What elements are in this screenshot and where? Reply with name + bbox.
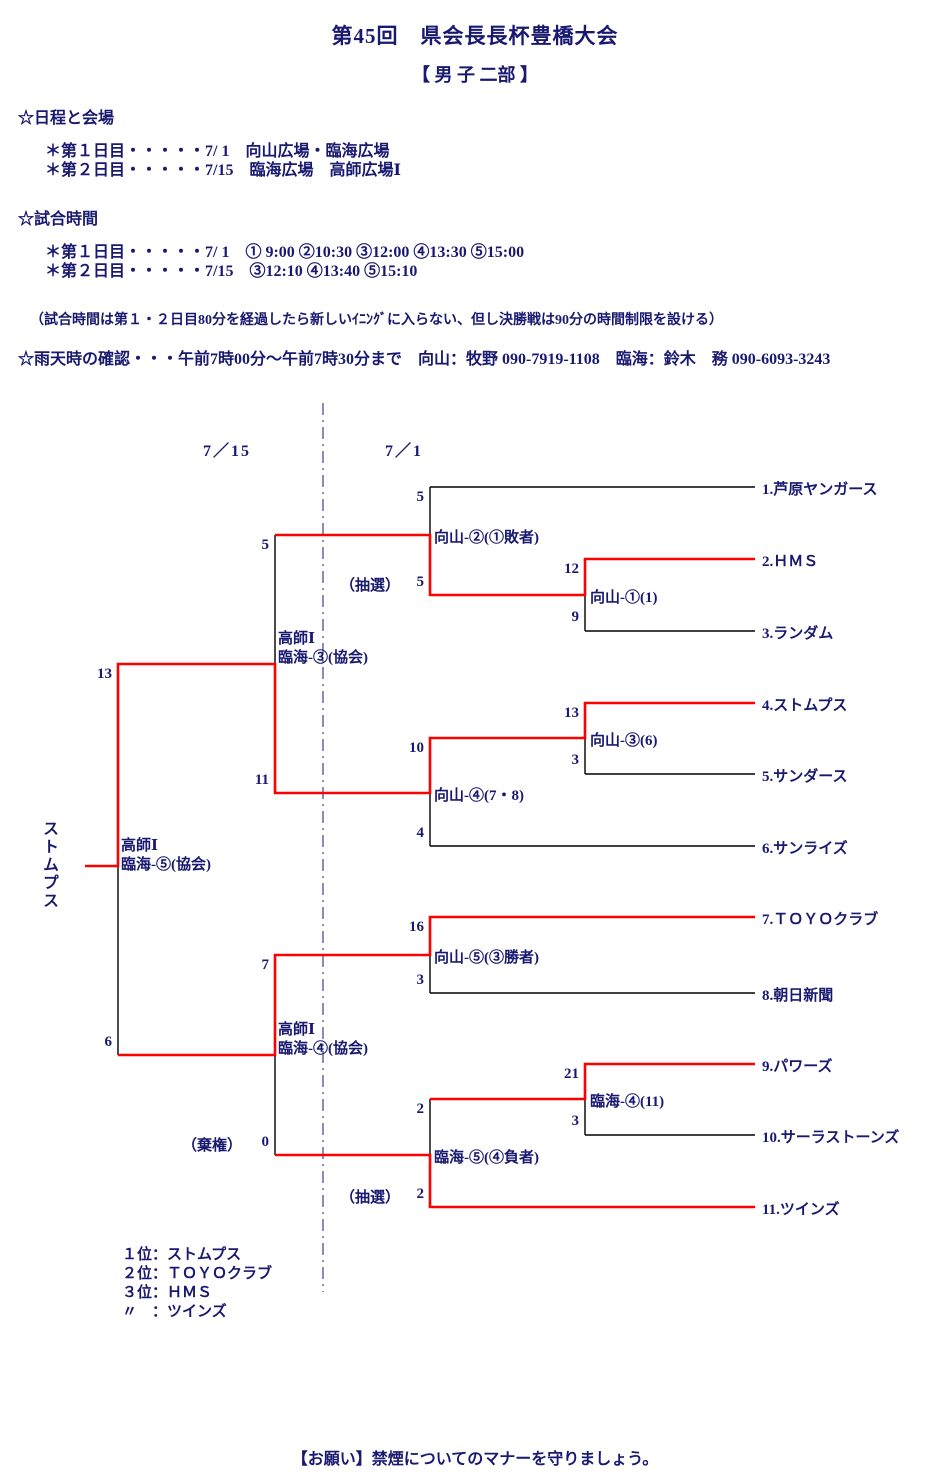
score-m3-bottom: 3	[571, 752, 580, 768]
semi2-venue: 高師Ⅰ	[278, 1022, 316, 1038]
score-sf2-top: 7	[261, 957, 270, 973]
note-m2-lottery: （抽選）	[340, 578, 401, 594]
winner-path-toyo	[118, 915, 755, 1057]
date-label-day1: 7／1	[385, 443, 424, 460]
division-subtitle: 【 男 子 二部 】	[412, 65, 538, 85]
score-m1-bottom: 9	[571, 609, 580, 625]
note-r5-lottery: （抽選）	[340, 1190, 401, 1206]
team-name-6: 6.サンライズ	[762, 841, 848, 857]
winner-path-hms	[275, 533, 755, 597]
score-r4-top: 21	[564, 1066, 579, 1082]
venue-day2: ＊第２日目・・・・・7/15 臨海広場 高師広場Ⅰ	[45, 162, 401, 179]
team-name-8: 8.朝日新聞	[762, 988, 834, 1004]
score-r4-bottom: 3	[571, 1113, 580, 1129]
final-label: 臨海-⑤(協会)	[121, 857, 211, 873]
team-name-3: 3.ランダム	[762, 626, 834, 642]
footer-message: 【お願い】禁煙についてのマナーを守りましょう。	[291, 1451, 659, 1468]
winner-path-twins	[275, 1153, 755, 1209]
time-limit-note: （試合時間は第１・２日目80分を経過したら新しいｲﾆﾝｸﾞに入らない、但し決勝戦…	[30, 313, 723, 328]
score-final-top: 13	[97, 666, 112, 682]
score-r5-bottom: 2	[416, 1186, 425, 1202]
team-name-2: 2.ＨＭＳ	[762, 554, 819, 570]
match-label-mukaiyama5: 向山-⑤(③勝者)	[434, 950, 539, 966]
score-m4-bottom: 4	[416, 825, 425, 841]
team-name-1: 1.芦原ヤンガース	[762, 482, 878, 498]
score-m2-bottom: 5	[416, 574, 425, 590]
match-label-mukaiyama4: 向山-④(7・8)	[434, 788, 524, 804]
score-sf1-top: 5	[261, 537, 270, 553]
score-sf2-bottom: 0	[261, 1134, 270, 1150]
match-label-mukaiyama2: 向山-②(①敗者)	[434, 530, 539, 546]
team-name-11: 11.ツインズ	[762, 1202, 840, 1218]
team-name-4: 4.ストムプス	[762, 698, 848, 714]
page-title: 第45回 県会長長杯豊橋大会	[331, 24, 619, 48]
team-name-9: 9.パワーズ	[762, 1059, 833, 1075]
time-day2: ＊第２日目・・・・・7/15 ③12:10 ④13:40 ⑤15:10	[45, 263, 418, 280]
time-heading: ☆試合時間	[18, 211, 99, 228]
match-label-mukaiyama1: 向山-①(1)	[590, 590, 658, 606]
score-m1-top: 12	[564, 561, 579, 577]
final-venue: 高師Ⅰ	[121, 838, 159, 854]
result-first: １位：ストムプス	[122, 1247, 242, 1263]
venue-day1: ＊第１日目・・・・・7/ 1 向山広場・臨海広場	[45, 143, 390, 160]
match-label-rinkai5: 臨海-⑤(④負者)	[434, 1150, 539, 1166]
note-sf2-forfeit: （棄権）	[182, 1138, 243, 1154]
semi2-label: 臨海-④(協会)	[278, 1041, 368, 1057]
result-third-ditto: 〃 ：ツインズ	[122, 1304, 227, 1320]
rain-check-note: ☆雨天時の確認・・・午前7時00分～午前7時30分まで 向山：牧野 090-79…	[18, 351, 831, 368]
score-m2-top: 5	[416, 489, 425, 505]
date-label-day2: 7／15	[203, 443, 252, 460]
winner-path-stomps	[85, 662, 755, 868]
champion-name: ストムプス	[40, 820, 57, 910]
semi1-venue: 高師Ⅰ	[278, 631, 316, 647]
winner-path-powers	[430, 1062, 755, 1101]
score-m5-bottom: 3	[416, 972, 425, 988]
venue-heading: ☆日程と会場	[18, 110, 115, 127]
bracket-red-lines	[85, 533, 755, 1209]
team-name-10: 10.サーラストーンズ	[762, 1130, 900, 1146]
score-final-bottom: 6	[104, 1034, 113, 1050]
bracket-black-lines	[117, 486, 755, 1155]
score-m3-top: 13	[564, 705, 579, 721]
match-label-mukaiyama3: 向山-③(6)	[590, 733, 658, 749]
semi1-label: 臨海-③(協会)	[278, 650, 368, 666]
time-day1: ＊第１日目・・・・・7/ 1 ① 9:00 ②10:30 ③12:00 ④13:…	[45, 244, 525, 261]
score-r5-top: 2	[416, 1101, 425, 1117]
score-m5-top: 16	[409, 919, 424, 935]
team-name-7: 7.ＴＯＹＯクラブ	[762, 912, 879, 928]
result-third: ３位：ＨＭＳ	[122, 1285, 213, 1301]
match-label-rinkai4: 臨海-④(11)	[590, 1094, 665, 1110]
score-m4-top: 10	[409, 740, 424, 756]
result-second: ２位：ＴＯＹＯクラブ	[122, 1266, 273, 1282]
team-name-5: 5.サンダース	[762, 769, 848, 785]
score-sf1-bottom: 11	[254, 772, 269, 788]
